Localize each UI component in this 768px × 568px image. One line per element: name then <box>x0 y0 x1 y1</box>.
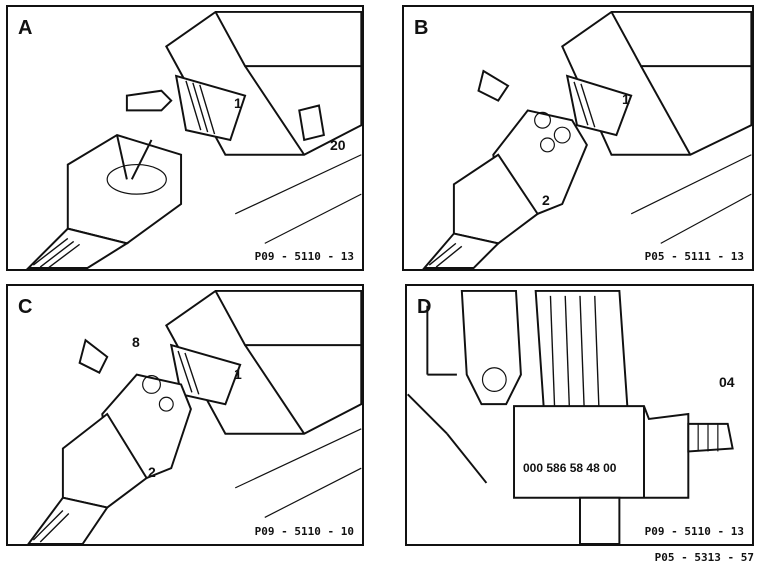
panel-c: C 8 1 2 P09 - 5110 - 10 <box>6 284 364 546</box>
panel-code: P09 - 5110 - 13 <box>644 525 744 538</box>
panel-d: D 04 000 586 58 48 00 P09 - 5110 - 13 <box>405 284 754 546</box>
figure-code: P05 - 5313 - 57 <box>654 551 754 564</box>
callout-2: 2 <box>148 464 156 480</box>
callout-2: 2 <box>542 192 550 208</box>
panel-letter: D <box>417 296 432 318</box>
panel-b-drawing <box>422 10 752 269</box>
callout-1: 1 <box>622 91 630 107</box>
callout-1: 1 <box>234 366 242 382</box>
panel-letter: B <box>414 17 429 39</box>
panel-a: A 1 20 P09 - 5110 - 13 <box>6 5 364 271</box>
tool-number: 000 586 58 48 00 <box>523 461 617 475</box>
panel-a-drawing <box>26 10 362 269</box>
panel-code: P09 - 5110 - 10 <box>254 525 354 538</box>
callout-04: 04 <box>719 374 735 390</box>
panel-letter: C <box>18 296 33 318</box>
panel-b: B 1 2 P05 - 5111 - 13 <box>402 5 754 271</box>
panel-d-drawing <box>407 289 734 544</box>
panel-letter: A <box>18 17 33 39</box>
panel-code: P09 - 5110 - 13 <box>254 250 354 263</box>
panel-code: P05 - 5111 - 13 <box>644 250 744 263</box>
panel-c-drawing <box>27 289 362 544</box>
callout-20: 20 <box>330 137 346 153</box>
callout-1: 1 <box>234 95 242 111</box>
callout-8: 8 <box>132 334 140 350</box>
